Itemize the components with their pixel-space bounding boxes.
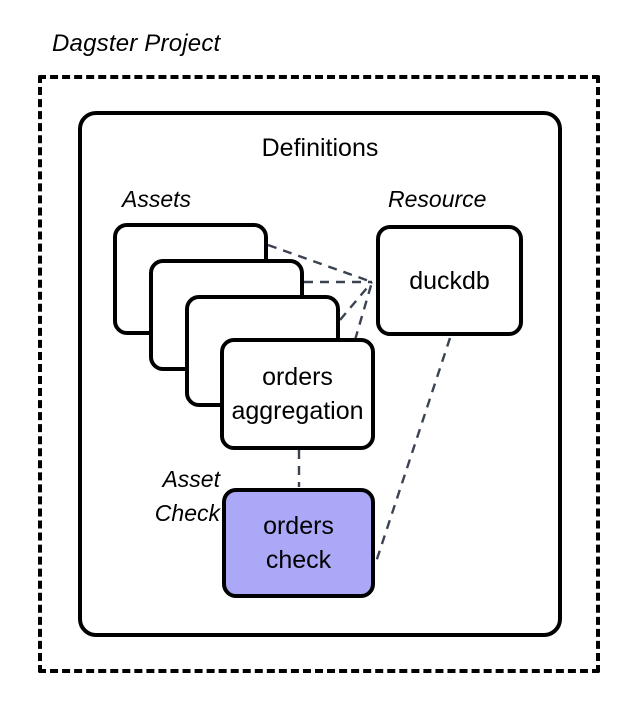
group-label-assets: Assets	[122, 186, 192, 212]
asset-check-node-orders-check[interactable]: orders check	[222, 488, 375, 598]
resource-node-duckdb[interactable]: duckdb	[376, 225, 523, 336]
project-title: Dagster Project	[52, 30, 221, 57]
group-label-resource: Resource	[388, 186, 487, 212]
definitions-title: Definitions	[261, 134, 379, 162]
group-label-asset-check: Asset Check	[154, 466, 220, 526]
project-boundary	[38, 75, 600, 673]
asset-card-orders-aggregation[interactable]: orders aggregation	[220, 338, 375, 450]
